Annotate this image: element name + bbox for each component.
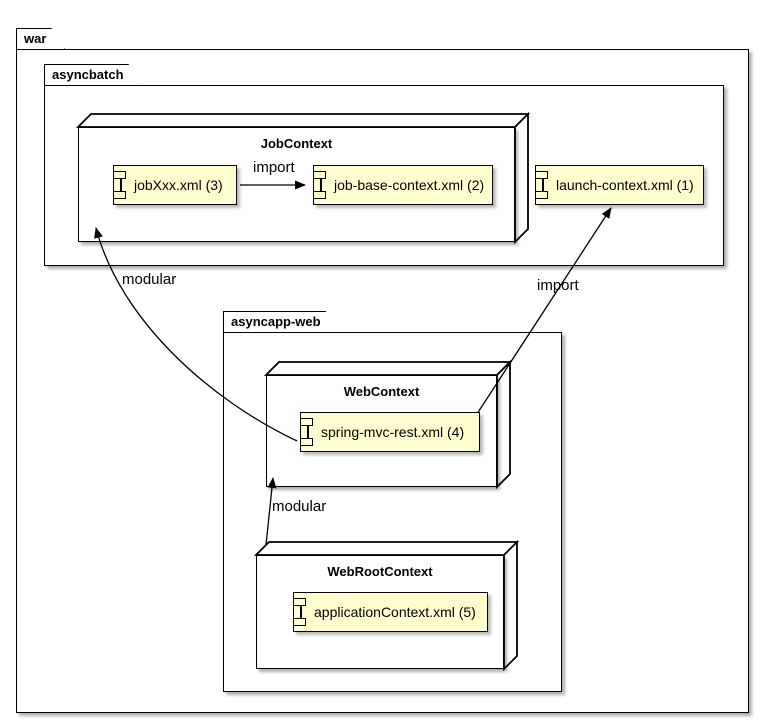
edge-label-modular-jobcontext: modular — [122, 271, 177, 288]
component-job-base-context-xml[interactable]: job-base-context.xml (2) — [313, 165, 493, 205]
component-label: applicationContext.xml (5) — [314, 604, 476, 620]
component-icon — [307, 419, 309, 445]
package-asyncapp-web-label: asyncapp-web — [231, 314, 321, 329]
component-label: launch-context.xml (1) — [556, 177, 694, 193]
package-asyncapp-web-tab: asyncapp-web — [223, 311, 340, 333]
component-icon-tab-top — [300, 418, 313, 426]
component-icon-tab-bottom — [293, 618, 306, 626]
node-jobcontext-title: JobContext — [260, 136, 333, 151]
component-icon — [542, 172, 544, 198]
component-jobxxx-xml[interactable]: jobXxx.xml (3) — [113, 165, 237, 205]
package-war-tab: war — [16, 28, 65, 50]
package-war-label: war — [24, 31, 47, 46]
component-icon-tab-bottom — [313, 191, 326, 199]
node-webrootcontext-title: WebRootContext — [327, 564, 433, 579]
component-icon-tab-bottom — [113, 191, 126, 199]
package-asyncbatch-tab: asyncbatch — [44, 64, 143, 86]
edge-label-import-launch: import — [537, 277, 579, 294]
component-icon-tab-top — [313, 171, 326, 179]
component-label: jobXxx.xml (3) — [134, 177, 223, 193]
component-applicationcontext-xml[interactable]: applicationContext.xml (5) — [293, 592, 488, 632]
edge-label-modular-webcontext: modular — [272, 498, 327, 515]
component-icon-tab-top — [535, 171, 548, 179]
node-webcontext-title: WebContext — [343, 384, 420, 399]
component-icon-tab-top — [293, 598, 306, 606]
component-icon — [320, 172, 322, 198]
component-launch-context-xml[interactable]: launch-context.xml (1) — [535, 165, 704, 205]
component-label: job-base-context.xml (2) — [334, 177, 485, 193]
component-icon — [120, 172, 122, 198]
component-icon-tab-top — [113, 171, 126, 179]
component-spring-mvc-rest-xml[interactable]: spring-mvc-rest.xml (4) — [300, 412, 480, 452]
package-asyncbatch-label: asyncbatch — [52, 67, 124, 82]
component-label: spring-mvc-rest.xml (4) — [321, 424, 465, 440]
component-icon-tab-bottom — [300, 438, 313, 446]
component-icon — [300, 599, 302, 625]
edge-label-import-jobbase: import — [253, 159, 295, 176]
component-icon-tab-bottom — [535, 191, 548, 199]
